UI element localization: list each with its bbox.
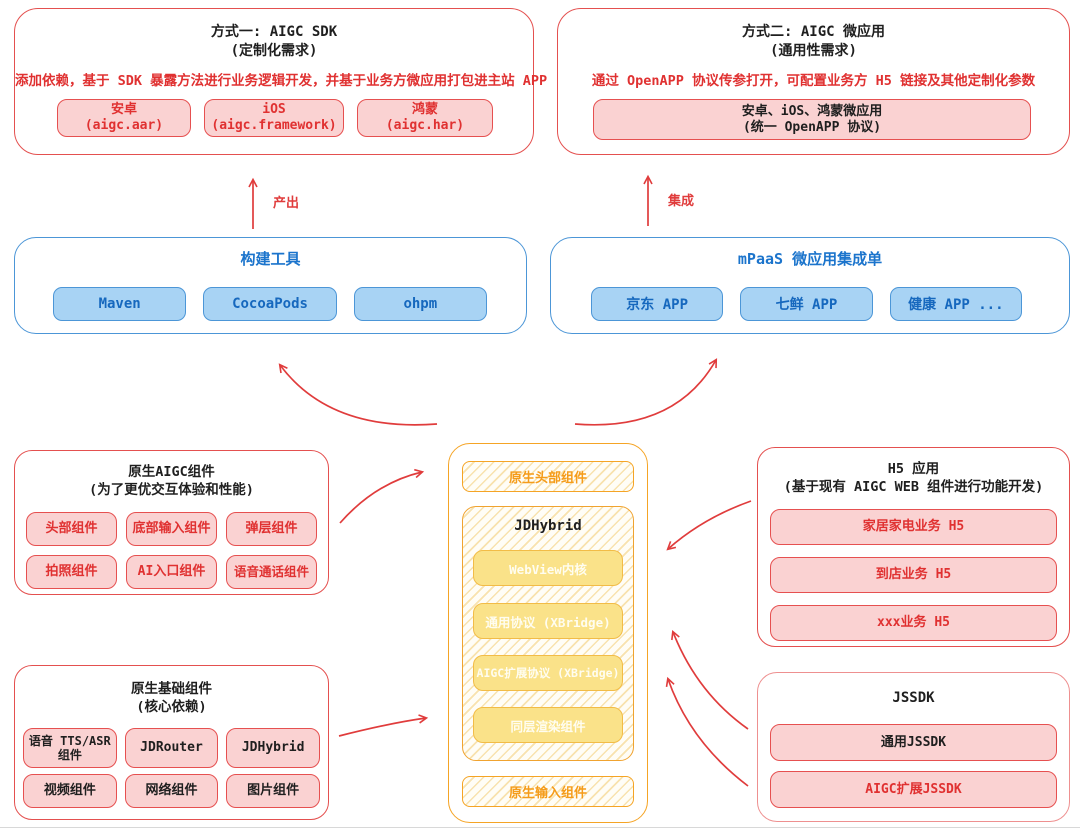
- arrow-native-base-to-center: [338, 714, 429, 737]
- native-aigc-grid: 头部组件 底部输入组件 弹层组件 拍照组件 AI入口组件 语音通话组件: [26, 512, 317, 589]
- box-aigc-sdk-description: 添加依赖，基于 SDK 暴露方法进行业务逻辑开发，并基于业务方微应用打包进主站 …: [15, 73, 548, 89]
- title-line1: 原生基础组件: [131, 681, 212, 697]
- pill-maven: Maven: [53, 287, 187, 321]
- box-center-container: 原生头部组件 JDHybrid WebView内核 通用协议 (XBridge)…: [448, 443, 648, 823]
- pill-unified-openapp: 安卓、iOS、鸿蒙微应用(统一 OpenAPP 协议): [593, 99, 1031, 140]
- arrow-h5-to-center: [666, 500, 752, 551]
- pill-jdrouter: JDRouter: [124, 728, 219, 768]
- pill-in-store-h5: 到店业务 H5: [770, 557, 1057, 593]
- box-native-aigc: 原生AIGC组件 (为了更优交互体验和性能) 头部组件 底部输入组件 弹层组件 拍…: [14, 450, 329, 595]
- jdhybrid-title: JDHybrid: [514, 518, 582, 534]
- title-line1: 方式二: AIGC 微应用: [741, 24, 885, 40]
- pill-line2: (统一 OpenAPP 协议): [742, 119, 882, 135]
- title-line2: (通用性需求): [770, 43, 857, 59]
- pill-native-input-comp: 原生输入组件: [462, 776, 634, 807]
- title-line2: (核心依赖): [136, 699, 207, 715]
- pill-line1: 安卓: [110, 102, 137, 117]
- label-produce: 产出: [273, 196, 300, 211]
- box-native-base: 原生基础组件 (核心依赖) 语音 TTS/ASR 组件 JDRouter JDHy…: [14, 665, 329, 820]
- pill-health-app: 健康 APP ...: [889, 287, 1022, 321]
- pill-line1: iOS: [262, 102, 286, 117]
- pill-line2: (aigc.aar): [84, 118, 164, 133]
- box-aigc-sdk: 方式一: AIGC SDK (定制化需求) 添加依赖，基于 SDK 暴露方法进行业…: [14, 8, 548, 155]
- page-divider: [0, 827, 1080, 828]
- panel-jdhybrid: JDHybrid WebView内核 通用协议 (XBridge) AIGC扩展…: [462, 506, 634, 761]
- pill-aigc-ext-protocol-xbridge: AIGC扩展协议 (XBridge): [473, 655, 623, 691]
- native-base-title: 原生基础组件 (核心依赖): [15, 680, 328, 716]
- jssdk-title: JSSDK: [892, 690, 935, 706]
- arrow-center-to-mpaas: [574, 358, 718, 426]
- box-mpaas: mPaaS 微应用集成单 京东 APP 七鲜 APP 健康 APP ...: [550, 237, 1070, 334]
- build-tools-title: 构建工具: [240, 250, 301, 268]
- h5-apps-title: H5 应用 (基于现有 AIGC WEB 组件进行功能开发): [758, 460, 1069, 496]
- pill-common-jssdk: 通用JSSDK: [770, 724, 1057, 761]
- mpaas-row: 京东 APP 七鲜 APP 健康 APP ...: [591, 287, 1022, 321]
- pill-aigc-ext-jssdk: AIGC扩展JSSDK: [770, 771, 1057, 808]
- pill-xxx-h5: xxx业务 H5: [770, 605, 1057, 641]
- box-build-tools: 构建工具 Maven CocoaPods ohpm: [14, 237, 527, 334]
- arrow-jssdk-to-center-1: [671, 629, 749, 730]
- title-line1: 原生AIGC组件: [128, 464, 215, 480]
- pill-video-comp: 视频组件: [23, 774, 117, 808]
- box-aigc-sdk-title: 方式一: AIGC SDK (定制化需求): [15, 23, 533, 61]
- box-microapp-description: 通过 OpenAPP 协议传参打开，可配置业务方 H5 链接及其他定制化参数: [591, 73, 1036, 89]
- box-microapp-title: 方式二: AIGC 微应用 (通用性需求): [558, 23, 1069, 61]
- box-jssdk: JSSDK 通用JSSDK AIGC扩展JSSDK: [757, 672, 1070, 822]
- pill-ios-framework: iOS(aigc.framework): [204, 99, 344, 137]
- pill-ai-entry-comp: AI入口组件: [126, 555, 217, 589]
- sdk-pills-row: 安卓(aigc.aar) iOS(aigc.framework) 鸿蒙(aigc…: [57, 99, 493, 137]
- pill-line1: 鸿蒙: [411, 102, 438, 117]
- pill-line2: (aigc.har): [385, 118, 465, 133]
- pill-image-comp: 图片组件: [226, 774, 320, 808]
- title-line1: 方式一: AIGC SDK: [210, 24, 338, 40]
- pill-popup-comp: 弹层组件: [226, 512, 317, 546]
- arrow-center-to-build-tools: [278, 363, 438, 426]
- pill-native-header-comp: 原生头部组件: [462, 461, 634, 492]
- pill-same-layer-render-comp: 同层渲染组件: [473, 707, 623, 743]
- native-aigc-title: 原生AIGC组件 (为了更优交互体验和性能): [15, 463, 328, 499]
- box-h5-apps: H5 应用(基于现有 AIGC WEB 组件进行功能开发) 家居家电业务 H5 …: [757, 447, 1070, 647]
- pill-network-comp: 网络组件: [124, 774, 219, 808]
- native-base-grid: 语音 TTS/ASR 组件 JDRouter JDHybrid 视频组件 网络组…: [23, 728, 320, 808]
- pill-cocoapods: CocoaPods: [203, 287, 337, 321]
- pill-header-comp: 头部组件: [26, 512, 117, 546]
- box-aigc-microapp: 方式二: AIGC 微应用 (通用性需求) 通过 OpenAPP 协议传参打开，可…: [557, 8, 1070, 155]
- pill-bottom-input-comp: 底部输入组件: [126, 512, 217, 546]
- pill-jdhybrid: JDHybrid: [226, 728, 320, 768]
- mpaas-title: mPaaS 微应用集成单: [737, 250, 883, 268]
- title-line2: (基于现有 AIGC WEB 组件进行功能开发): [783, 479, 1044, 495]
- pill-webview-kernel: WebView内核: [473, 550, 623, 586]
- pill-qixian-app: 七鲜 APP: [740, 287, 873, 321]
- pill-tts-asr-comp: 语音 TTS/ASR 组件: [23, 728, 117, 768]
- title-line1: H5 应用: [887, 461, 940, 477]
- pill-harmony-har: 鸿蒙(aigc.har): [357, 99, 493, 137]
- pill-common-protocol-xbridge: 通用协议 (XBridge): [473, 603, 623, 639]
- pill-voice-call-comp: 语音通话组件: [226, 555, 317, 589]
- pill-ohpm: ohpm: [353, 287, 487, 321]
- pill-line1: 安卓、iOS、鸿蒙微应用: [741, 103, 883, 119]
- build-tools-row: Maven CocoaPods ohpm: [53, 287, 487, 321]
- pill-camera-comp: 拍照组件: [26, 555, 117, 589]
- arrow-native-aigc-to-center: [339, 468, 425, 524]
- pill-home-appliance-h5: 家居家电业务 H5: [770, 509, 1057, 545]
- pill-android-aar: 安卓(aigc.aar): [57, 99, 191, 137]
- pill-jd-app: 京东 APP: [591, 287, 724, 321]
- title-line2: (为了更优交互体验和性能): [89, 482, 254, 498]
- title-line2: (定制化需求): [230, 43, 318, 59]
- pill-line2: (aigc.framework): [211, 118, 337, 133]
- label-integrate: 集成: [668, 194, 695, 209]
- arrow-jssdk-to-center-2: [665, 676, 749, 787]
